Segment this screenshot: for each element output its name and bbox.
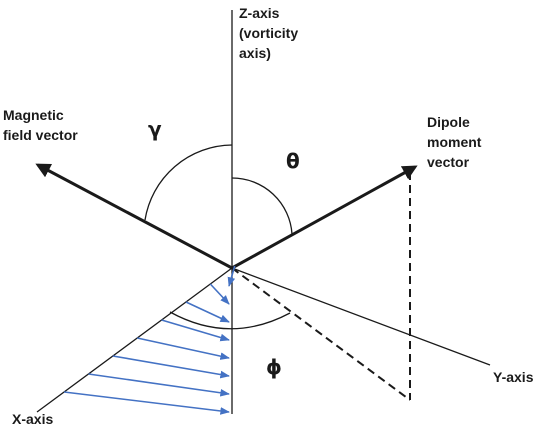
magnetic-field-vector bbox=[35, 163, 233, 270]
theta-symbol: θ bbox=[286, 149, 300, 173]
z-axis-label-line-2: (vorticity bbox=[239, 25, 298, 41]
magnetic-field-label-line-2: field vector bbox=[3, 127, 78, 143]
phi-symbol: ϕ bbox=[266, 355, 282, 379]
magnetic-field-label-line-1: Magnetic bbox=[3, 107, 64, 123]
gamma-arc bbox=[144, 144, 233, 221]
flow-arrows bbox=[64, 265, 236, 415]
flow-arrow bbox=[209, 283, 230, 305]
magnetic-field-label: Magnetic field vector bbox=[3, 107, 78, 143]
x-axis-line bbox=[36, 267, 233, 413]
gamma-symbol: γ bbox=[148, 117, 162, 141]
dipole-moment-label-line-1: Dipole bbox=[427, 114, 470, 130]
flow-arrow bbox=[64, 391, 230, 415]
z-axis-label-line-3: axis) bbox=[239, 45, 271, 61]
phi-arc bbox=[169, 311, 291, 330]
dipole-plane-projection bbox=[231, 267, 411, 401]
flow-arrow bbox=[88, 373, 230, 397]
dipole-moment-label-line-3: vector bbox=[427, 154, 470, 170]
flow-arrow bbox=[227, 265, 236, 287]
z-axis-label: Z-axis (vorticity axis) bbox=[239, 5, 302, 61]
flow-arrow bbox=[185, 301, 230, 323]
y-axis-label: Y-axis bbox=[493, 369, 534, 385]
flow-arrow bbox=[161, 319, 230, 342]
flow-arrow bbox=[112, 355, 230, 379]
z-axis-label-line-1: Z-axis bbox=[239, 5, 280, 21]
flow-arrow bbox=[137, 337, 230, 360]
theta-arc bbox=[231, 177, 293, 235]
dipole-moment-label: Dipole moment vector bbox=[427, 114, 485, 170]
dipole-moment-vector bbox=[231, 165, 418, 270]
y-axis-line bbox=[231, 267, 491, 366]
dipole-moment-label-line-2: moment bbox=[427, 134, 482, 150]
x-axis-label: X-axis bbox=[12, 411, 53, 427]
